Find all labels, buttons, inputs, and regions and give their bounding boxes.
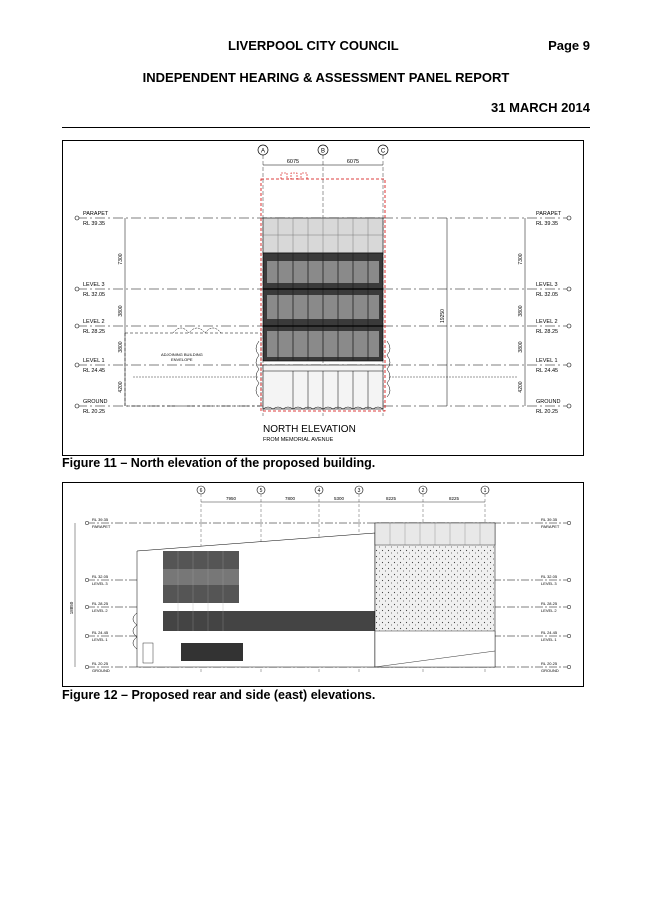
level1-rl-right: RL 24.45 [536,368,558,374]
dim-5300: 5300 [334,496,345,501]
rl-ground-left: RL 20.25 [92,661,109,666]
dim-6075-right: 6075 [347,159,359,165]
north-elevation-drawing: A B C 6075 6075 PARAPET RL 39.35 LEVEL 3… [74,144,572,443]
rl-level3-right: RL 32.05 [541,574,558,579]
rl-level2-left: RL 28.25 [92,601,109,606]
header-rule [62,127,590,128]
top-dims: 7950 7800 5300 8225 8225 [226,496,460,501]
level3-rl-left: RL 32.05 [83,292,105,298]
level1-rl-left: RL 24.45 [83,368,105,374]
grid-label-1: 1 [484,488,487,494]
right-level-labels: RL 39.35 PARAPET RL 32.05 LEVEL 3 RL 28.… [541,517,560,673]
parapet-left: PARAPET [92,524,111,529]
dim-total-height: 19250 [440,309,446,323]
ground-rl-right: RL 20.25 [536,409,558,415]
drawing-subtitle: FROM MEMORIAL AVENUE [263,437,334,443]
rl-level2-right: RL 28.25 [541,601,558,606]
level2-left: LEVEL 2 [92,608,108,613]
ground-label-left: GROUND [83,399,107,405]
level3-rl-right: RL 32.05 [536,292,558,298]
dim-3800a-right: 3800 [518,305,524,316]
rl-parapet-left: RL 39.35 [92,517,109,522]
adjoining-building-envelope [124,332,262,407]
grid-label-2: 2 [422,488,425,494]
grid-label-a: A [261,149,265,155]
rl-ground-right: RL 20.25 [541,661,558,666]
dim-4200-right: 4200 [518,381,524,392]
rl-level1-left: RL 24.45 [92,630,109,635]
parapet-rl-left: RL 39.35 [83,221,105,227]
envelope-label: ENVELOPE [171,357,193,362]
dim-7300-left: 7300 [118,253,124,264]
rl-level1-right: RL 24.45 [541,630,558,635]
parapet-label-left: PARAPET [83,211,109,217]
level3-label-left: LEVEL 3 [83,282,105,288]
height-dims: 7300 3800 3800 4200 7300 3800 3800 4200 … [118,253,524,392]
dim-7950: 7950 [226,496,237,501]
rear-level3-glazing [163,551,239,569]
rear-side-elevation-drawing: 6 5 4 3 2 1 7950 7800 5300 8225 8225 RL … [69,485,572,673]
level1-label-left: LEVEL 1 [83,358,105,364]
figure-12-caption: Figure 12 – Proposed rear and side (east… [62,688,376,702]
grid-label-5: 5 [260,488,263,494]
dim-4200-left: 4200 [118,381,124,392]
grid-label-c: C [381,149,386,155]
grid-bubbles: A B C [257,144,389,156]
level2-label-right: LEVEL 2 [536,319,558,325]
council-name: LIVERPOOL CITY COUNCIL [228,38,399,53]
rear-ground-openings [181,643,243,661]
level2-rl-left: RL 28.25 [83,329,105,335]
figure-12-rear-side-elevations: 6 5 4 3 2 1 7950 7800 5300 8225 8225 RL … [62,482,584,687]
grid-label-6: 6 [200,488,203,494]
rl-level3-left: RL 32.05 [92,574,109,579]
dim-6075-left: 6075 [287,159,299,165]
figure-11-caption: Figure 11 – North elevation of the propo… [62,456,376,470]
dim-total-height: 18850 [69,601,74,614]
level3-label-right: LEVEL 3 [536,282,558,288]
rl-parapet-right: RL 39.35 [541,517,558,522]
ground-label-right: GROUND [536,399,560,405]
ground-left: GROUND [92,668,110,673]
dim-3800b-left: 3800 [118,341,124,352]
level1-left: LEVEL 1 [92,637,108,642]
report-title: INDEPENDENT HEARING & ASSESSMENT PANEL R… [142,70,510,85]
left-level-labels: RL 39.35 PARAPET RL 32.05 LEVEL 3 RL 28.… [92,517,111,673]
grid-label-b: B [321,149,325,155]
dim-8225b: 8225 [449,496,460,501]
left-level-labels: PARAPET RL 39.35 LEVEL 3 RL 32.05 LEVEL … [83,211,109,415]
level-lines [77,217,569,407]
dim-8225a: 8225 [386,496,397,501]
dim-3800a-left: 3800 [118,305,124,316]
dim-3800b-right: 3800 [518,341,524,352]
level2-right: LEVEL 2 [541,608,557,613]
grid-label-4: 4 [318,488,321,494]
rear-level2-band [163,611,375,631]
figure-11-north-elevation: A B C 6075 6075 PARAPET RL 39.35 LEVEL 3… [62,140,584,456]
adjoining-label: ADJOINING BUILDING [161,352,203,357]
level2-label-left: LEVEL 2 [83,319,105,325]
ground-right: GROUND [541,668,559,673]
page-number: Page 9 [548,38,590,53]
level1-right: LEVEL 1 [541,637,557,642]
level3-left: LEVEL 3 [92,581,108,586]
dim-7300-right: 7300 [518,253,524,264]
grid-label-3: 3 [358,488,361,494]
parapet-rl-right: RL 39.35 [536,221,558,227]
dim-7800: 7800 [285,496,296,501]
ground-rl-left: RL 20.25 [83,409,105,415]
report-date: 31 MARCH 2014 [491,100,590,115]
parapet-label-right: PARAPET [536,211,562,217]
level3-right: LEVEL 3 [541,581,557,586]
right-level-labels: PARAPET RL 39.35 LEVEL 3 RL 32.05 LEVEL … [536,211,562,415]
parapet-right: PARAPET [541,524,560,529]
level2-rl-right: RL 28.25 [536,329,558,335]
level1-label-right: LEVEL 1 [536,358,558,364]
grid-bubbles: 6 5 4 3 2 1 [196,485,490,495]
drawing-title: NORTH ELEVATION [263,424,356,435]
height-envelope [260,178,386,412]
